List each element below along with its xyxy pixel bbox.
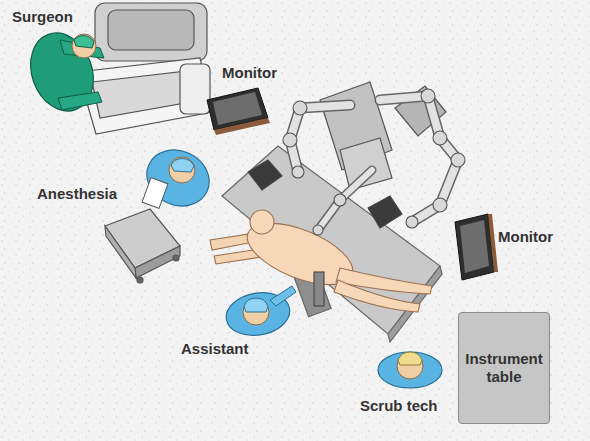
robot-joints — [283, 89, 465, 235]
role-label: Monitor — [498, 228, 553, 245]
role-label: Monitor — [222, 64, 277, 81]
assistant-figure — [223, 286, 296, 340]
monitor-top — [207, 88, 270, 135]
surgeon-console — [78, 3, 212, 134]
node-text: Instrument table — [463, 350, 545, 386]
anesthesia-cart — [105, 209, 180, 283]
role-label: Anesthesia — [37, 185, 117, 202]
operating-table — [222, 146, 442, 342]
role-label: Scrub tech — [360, 397, 438, 414]
robot-arms — [290, 96, 458, 230]
anesthesia-figure — [138, 140, 219, 216]
instrument-table: Instrument table — [458, 312, 550, 424]
surgeon-figure — [20, 24, 104, 120]
role-label: Surgeon — [12, 8, 73, 25]
role-label: Assistant — [181, 340, 249, 357]
scrub-tech-figure — [378, 352, 442, 388]
monitor-right — [455, 214, 498, 280]
